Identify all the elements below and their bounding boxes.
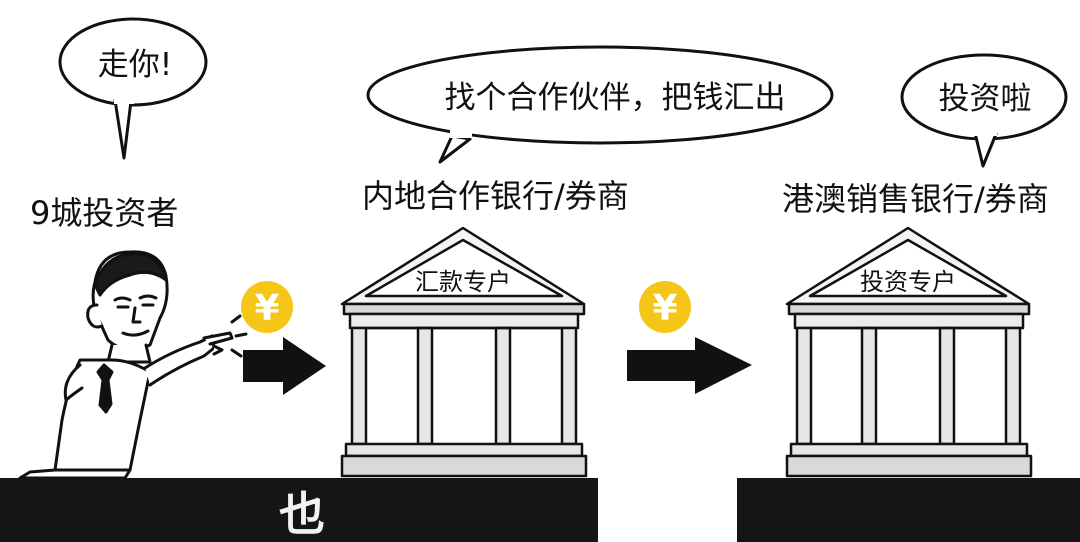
- investor-figure: [18, 250, 248, 480]
- bank-building-mainland: 汇款专户: [340, 226, 588, 478]
- speech-bubble-invest: 投资啦: [900, 53, 1068, 168]
- bubble-text-partner: 找个合作伙伴，把钱汇出: [445, 80, 786, 116]
- bubble-text-invest: 投资啦: [939, 81, 1032, 117]
- caption-band-right: [737, 478, 1080, 542]
- svg-text:¥: ¥: [254, 288, 279, 329]
- speech-bubble-partner: 找个合作伙伴，把钱汇出: [366, 45, 834, 164]
- arrow-right-icon: [243, 337, 326, 395]
- yen-coin-1: ¥: [241, 281, 293, 333]
- arrow-right-icon: [627, 337, 752, 394]
- label-hk-bank: 港澳销售银行/券商: [782, 180, 1049, 218]
- bubble-text-investor: 走你!: [98, 47, 172, 83]
- svg-text:¥: ¥: [652, 288, 677, 329]
- bank-building-hk: 投资专户: [785, 226, 1033, 478]
- caption-fragment: 也: [279, 487, 325, 541]
- caption-band-left: [0, 478, 598, 542]
- sign-investment-account: 投资专户: [860, 268, 956, 296]
- yen-coin-2: ¥: [639, 281, 691, 333]
- sign-remittance-account: 汇款专户: [415, 268, 511, 296]
- speech-bubble-investor: 走你!: [58, 17, 208, 160]
- label-investor: 9城投资者: [30, 194, 178, 232]
- label-mainland-bank: 内地合作银行/券商: [362, 177, 629, 215]
